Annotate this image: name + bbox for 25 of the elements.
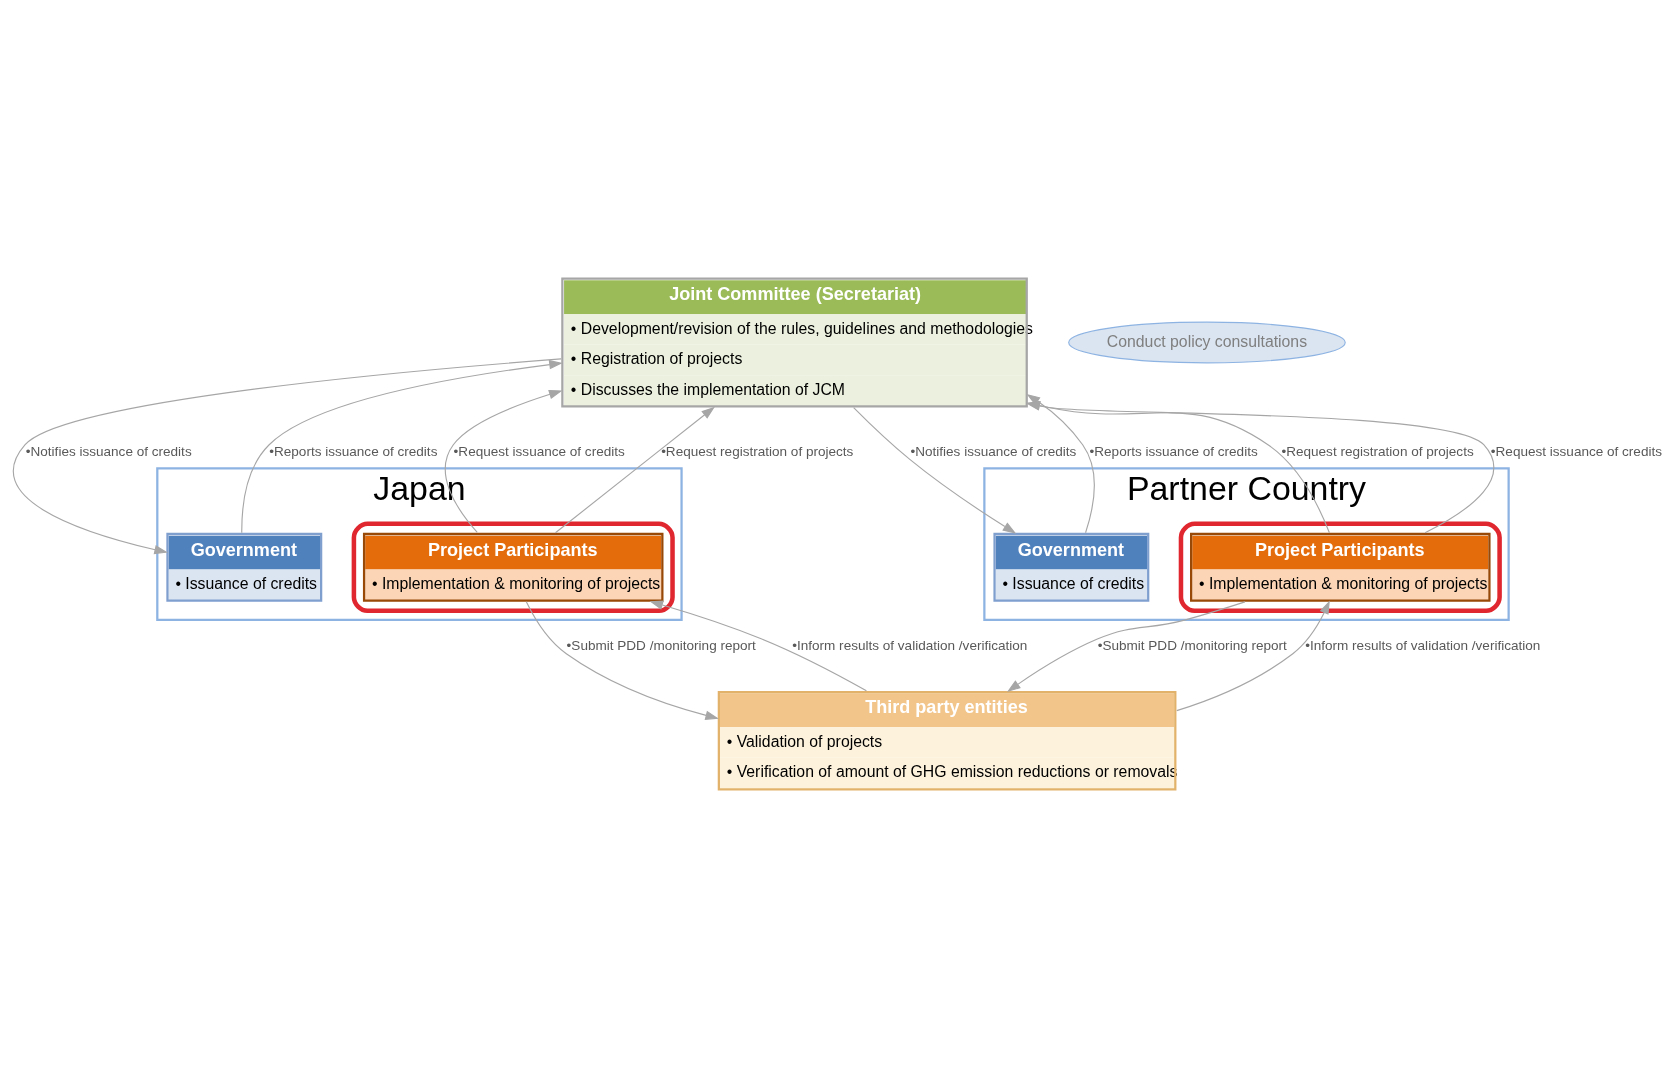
arrow — [554, 406, 715, 534]
arrow — [12, 358, 562, 555]
arrow — [1026, 400, 1330, 534]
arrow — [1026, 401, 1495, 534]
edge-label: •Submit PDD /monitoring report — [566, 637, 756, 653]
arrow — [649, 600, 867, 692]
edge-label: •Request issuance of credits — [453, 443, 625, 459]
node-ellipse: Conduct policy consultations — [1068, 321, 1346, 364]
arrow — [241, 359, 563, 534]
arrow — [1007, 601, 1246, 692]
arrow — [444, 389, 563, 533]
edge-label: •Reports issuance of credits — [269, 443, 438, 459]
arrow — [525, 601, 719, 720]
cluster — [351, 521, 675, 614]
edge-label: •Request issuance of credits — [1490, 443, 1662, 459]
edge-label: •Inform results of validation /verification — [792, 637, 1028, 653]
edge-label: •Request registration of projects — [1281, 443, 1474, 459]
edge-label: •Reports issuance of credits — [1089, 443, 1258, 459]
edge-label: •Request registration of projects — [661, 443, 854, 459]
arrow — [1176, 600, 1330, 712]
edge-label: •Inform results of validation /verification — [1305, 637, 1541, 653]
edge-label: •Notifies issuance of credits — [910, 443, 1077, 459]
edge-label: •Submit PDD /monitoring report — [1097, 637, 1287, 653]
arrow — [853, 407, 1017, 534]
edge-label: •Notifies issuance of credits — [25, 443, 192, 459]
